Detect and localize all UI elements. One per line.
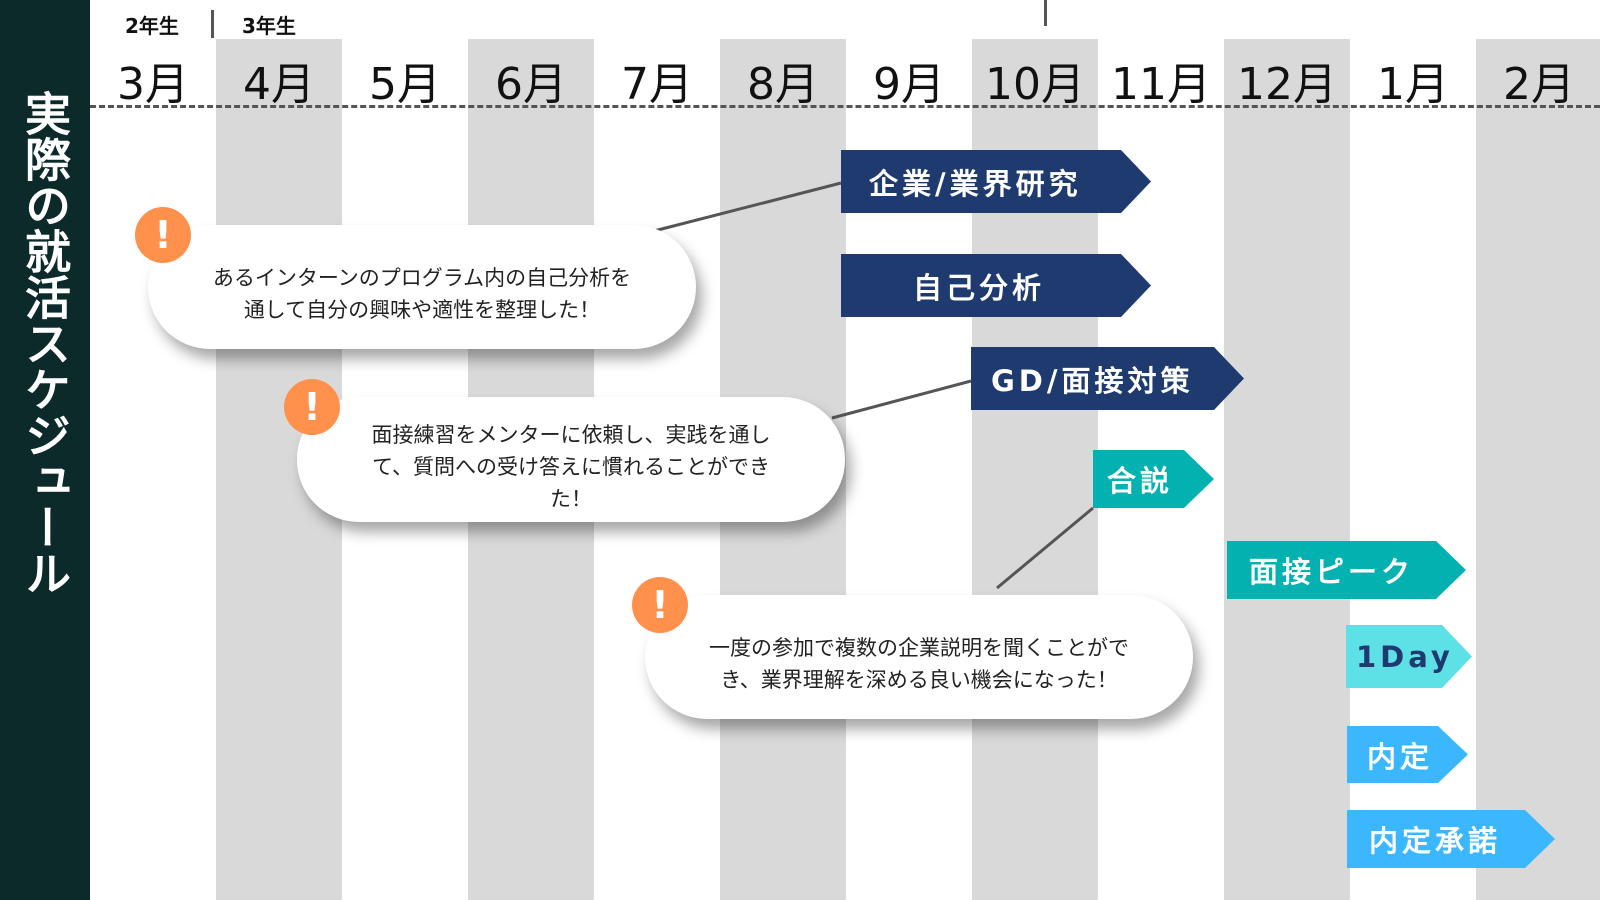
connector-line [831, 379, 972, 420]
bar-interview-peak: 面接ピーク [1227, 541, 1466, 599]
connector-line [1044, 0, 1047, 26]
bar-label: 内定承諾 [1369, 824, 1502, 858]
bar-gd-interview-prep: GD/面接対策 [971, 347, 1244, 410]
year-divider [211, 10, 214, 38]
note-bubble-briefing: 一度の参加で複数の企業説明を聞くことがで き、業界理解を深める良い機会になった！ [645, 595, 1193, 719]
month-label: 12月 [1237, 59, 1337, 110]
month-label: 6月 [495, 59, 567, 110]
note-text: 一度の参加で複数の企業説明を聞くことがで [709, 636, 1129, 660]
note-text: 通して自分の興味や適性を整理した！ [243, 298, 601, 322]
exclamation-icon: ! [284, 379, 340, 435]
month-column [1476, 39, 1600, 900]
month-label: 7月 [621, 59, 693, 110]
month-label: 5月 [369, 59, 441, 110]
exclamation-icon: ! [135, 207, 191, 263]
bar-label: 1Day [1356, 639, 1454, 674]
timeline-divider [90, 105, 1600, 108]
month-column [1224, 39, 1350, 900]
bar-offer: 内定 [1347, 726, 1468, 783]
month-label: 3月 [117, 59, 189, 110]
bar-label: 合説 [1107, 464, 1174, 498]
exclamation-icon: ! [632, 577, 688, 633]
year-label-2nd: 2年生 [125, 14, 179, 38]
month-label: 10月 [985, 59, 1085, 110]
note-text: て、質問への受け答えに慣れることができ [372, 454, 770, 479]
note-text: あるインターンのプログラム内の自己分析を [212, 266, 632, 290]
month-label: 4月 [243, 59, 315, 110]
year-label-3rd: 3年生 [242, 14, 296, 38]
bar-1day: 1Day [1346, 625, 1472, 688]
bar-joint-briefing: 合説 [1093, 450, 1214, 508]
bar-label: 企業/業界研究 [869, 166, 1082, 201]
month-label: 8月 [747, 59, 819, 110]
bar-label: 自己分析 [913, 270, 1046, 305]
page-title: 実際の就活スケジュール [18, 90, 72, 596]
bar-label: 内定 [1367, 739, 1434, 774]
connector-line [996, 506, 1094, 590]
bar-label: 面接ピーク [1249, 555, 1415, 589]
sidebar: 実際の就活スケジュール [0, 0, 90, 900]
note-text: き、業界理解を深める良い機会になった！ [720, 668, 1118, 692]
month-label: 2月 [1503, 59, 1575, 110]
connector-line [649, 181, 842, 234]
month-label: 1月 [1377, 59, 1449, 110]
note-bubble-self-analysis: あるインターンのプログラム内の自己分析を 通して自分の興味や適性を整理した！ [148, 225, 696, 349]
bar-offer-acceptance: 内定承諾 [1347, 810, 1555, 868]
bar-industry-research: 企業/業界研究 [841, 150, 1151, 213]
note-text: た！ [550, 486, 592, 511]
month-label: 9月 [873, 59, 945, 110]
bar-self-analysis: 自己分析 [841, 254, 1151, 317]
note-bubble-interview: 面接練習をメンターに依頼し、実践を通し て、質問への受け答えに慣れることができ … [297, 397, 845, 522]
month-label: 11月 [1111, 59, 1211, 110]
bar-label: GD/面接対策 [991, 363, 1194, 398]
note-text: 面接練習をメンターに依頼し、実践を通し [371, 422, 771, 447]
